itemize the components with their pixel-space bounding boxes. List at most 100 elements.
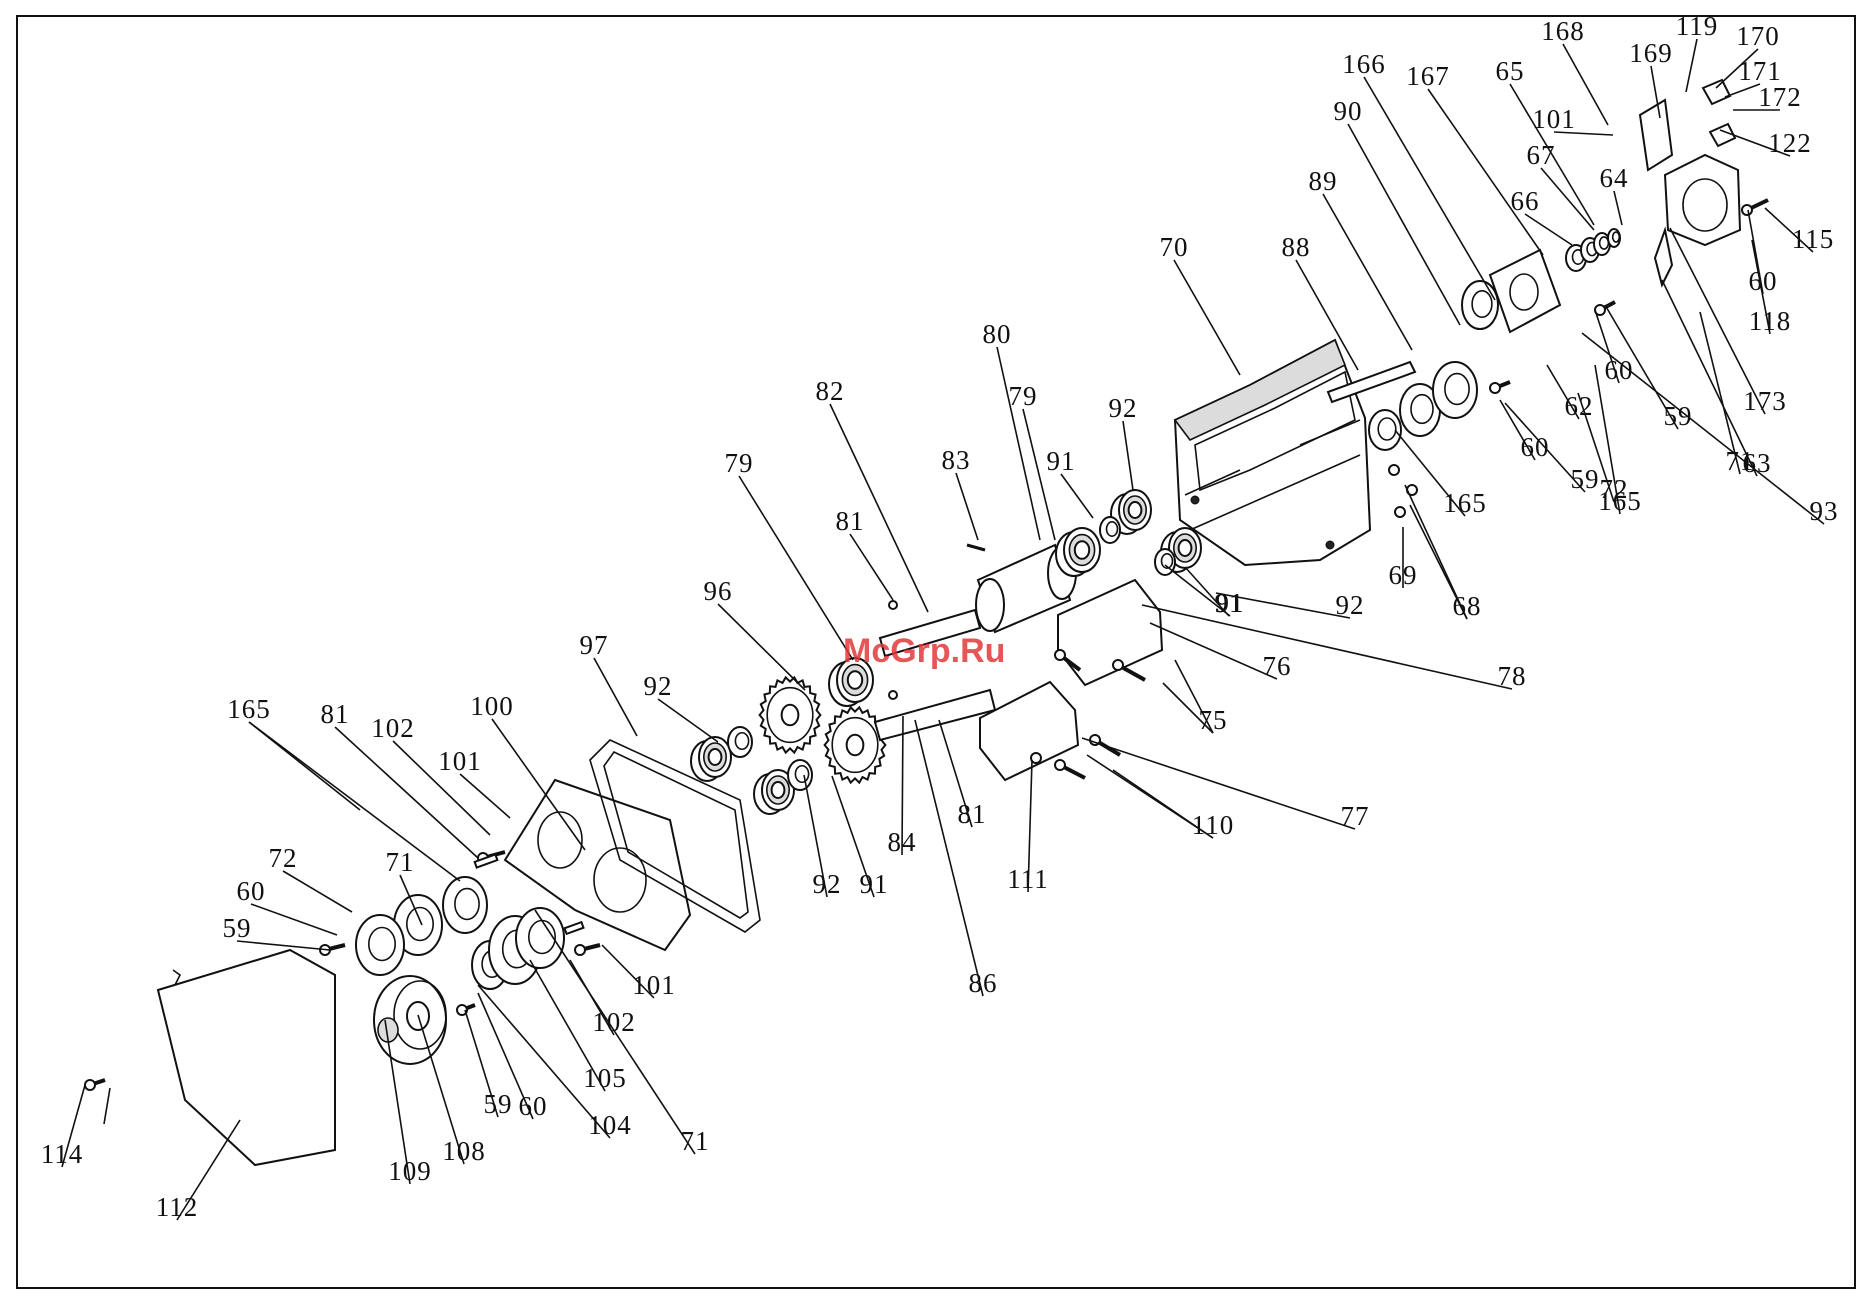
sleeve-end [976,579,1004,631]
bolt-59-d [1490,382,1510,393]
leader-line [850,534,893,600]
housing-70 [1175,340,1370,565]
part-label-62: 62 [1565,391,1594,421]
part-label-88: 88 [1282,232,1311,262]
part-label-71: 71 [681,1126,710,1156]
shell-78 [1058,580,1162,685]
leader-line [739,476,853,660]
gear-96-a [760,677,821,752]
plate-72-a [1433,362,1477,418]
bolt-115-head [1742,205,1752,215]
parts-drawing [85,80,1768,1165]
part-label-80: 80 [983,319,1012,349]
part-label-97: 97 [580,630,609,660]
leader-line [1686,39,1697,92]
leader-line [1348,124,1460,325]
seal-165-b [443,877,487,933]
leader-line [1428,89,1543,255]
part-label-173: 173 [1743,386,1787,416]
part-label-92: 92 [1336,590,1365,620]
bearing-79-b-bore [1075,541,1089,559]
part-label-110: 110 [1192,810,1235,840]
part-label-65: 65 [1496,56,1525,86]
part-label-66: 66 [1511,186,1540,216]
part-label-169: 169 [1629,38,1673,68]
seal-165-a [1369,410,1401,450]
block-170 [1703,80,1730,104]
cover-62 [1490,250,1560,332]
leader-line [915,720,983,996]
part-label-172: 172 [1758,82,1802,112]
seal-165-b-outer [443,877,487,933]
housing-hole [1191,496,1199,504]
part-label-79: 79 [725,448,754,478]
part-label-75: 75 [1199,705,1228,735]
leader-line [460,774,510,818]
part-label-82: 82 [816,376,845,406]
part-label-71: 71 [386,847,415,877]
washer-91-d [788,760,812,790]
leader-line [997,347,1040,540]
gear-96-a-hub [782,705,799,726]
watermark: McGrp.Ru [843,632,1005,670]
part-label-91: 91 [1216,588,1245,618]
part-label-64: 64 [1600,163,1629,193]
pin-83 [967,545,985,550]
part-label-100: 100 [470,691,514,721]
leader-line [251,904,337,935]
plug-69 [1395,507,1405,517]
spring-102-b [565,922,584,934]
leader-line [1614,191,1622,225]
part-label-101: 101 [438,746,482,776]
bearing-92-c [691,737,731,781]
bearing-79-a-bore [848,671,862,689]
part-label-91: 91 [1047,446,1076,476]
part-label-91: 91 [860,869,889,899]
plate-72-b-outer [356,915,404,975]
bolt-115 [1742,200,1768,215]
part-label-60: 60 [519,1091,548,1121]
part-label-92: 92 [813,869,842,899]
plate-72-a-outer [1433,362,1477,418]
washer-91-c [728,727,752,757]
part-label-89: 89 [1309,166,1338,196]
bolt-114 [85,1080,105,1090]
housing-hole [1326,541,1334,549]
leader-line [594,658,637,736]
part-label-104: 104 [588,1110,632,1140]
bolt-110-a-head [1055,760,1065,770]
part-label-92: 92 [644,671,673,701]
part-label-105: 105 [583,1063,627,1093]
leader-line [104,1088,110,1124]
bolt-75-head [1113,660,1123,670]
part-label-119: 119 [1676,11,1719,41]
ring-64-outer [1608,229,1620,247]
gear-96-b-hub [847,735,864,756]
leader-line [1061,474,1093,518]
part-label-102: 102 [371,713,415,743]
part-label-78: 78 [1498,661,1527,691]
part-label-92: 92 [1109,393,1138,423]
washer-91-a [1100,517,1120,543]
part-label-72: 72 [269,843,298,873]
part-label-112: 112 [156,1192,199,1222]
part-label-170: 170 [1736,21,1780,51]
leader-line [283,871,352,912]
part-label-83: 83 [942,445,971,475]
bolt-114-head [85,1080,95,1090]
part-label-60: 60 [1605,355,1634,385]
bolt-101-b-head [575,945,585,955]
leader-line [1541,168,1594,230]
leader-line [956,473,978,540]
bearing-92-a-bore [1129,502,1142,518]
leader-line [658,699,718,742]
part-label-68: 68 [1453,591,1482,621]
ring-64 [1608,229,1620,247]
plate-72-b [356,915,404,975]
part-label-115: 115 [1792,224,1835,254]
part-label-60: 60 [1521,432,1550,462]
part-label-165: 165 [227,694,271,724]
part-label-93: 93 [1810,496,1839,526]
leader-line [1123,421,1133,490]
